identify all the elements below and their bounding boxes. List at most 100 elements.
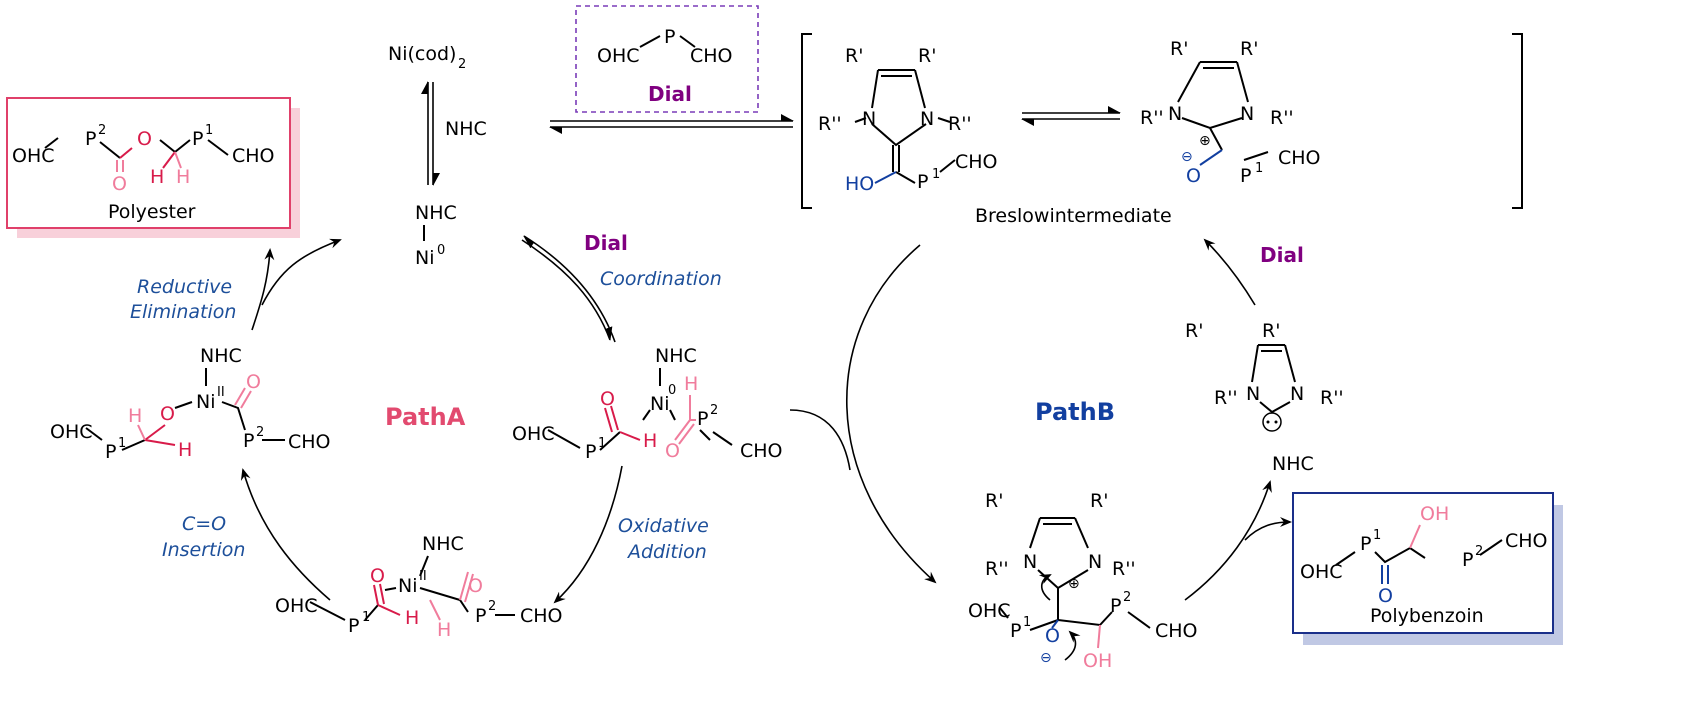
n-label: N [1088, 551, 1102, 573]
bracket-right [1512, 33, 1523, 209]
plus-charge: ⊕ [1199, 133, 1211, 149]
dial-label: Dial [648, 82, 692, 106]
cho-label: CHO [1505, 530, 1548, 552]
p-label: P [1110, 595, 1121, 617]
minus-charge: ⊖ [1040, 650, 1052, 666]
ni0-dial-complex: NHC Ni 0 O H OHC P 1 H O P 2 CHO [512, 345, 783, 463]
oh-label: OH [1420, 503, 1449, 525]
r1-label: R' [1240, 38, 1258, 60]
ohc-label: OHC [968, 600, 1011, 622]
reductive-elimination-label: Reductive [137, 276, 232, 298]
n-label: N [1290, 383, 1304, 405]
ohc-label: OHC [12, 145, 55, 167]
coordination-label: Coordination [600, 268, 722, 290]
n-label: N [1023, 551, 1037, 573]
r1-label: R' [985, 490, 1003, 512]
h-label: H [178, 439, 192, 461]
superscript: 1 [598, 436, 606, 451]
nhc-label: NHC [1272, 453, 1314, 475]
superscript: 2 [256, 425, 264, 440]
nhc-dial-adduct: R' R' N N R'' R'' ⊕ OHC P 1 O ⊖ OH P 2 C… [968, 490, 1198, 672]
dial-monomer-box: OHC P CHO Dial [575, 5, 759, 113]
h-label: H [684, 373, 698, 395]
superscript: 1 [118, 436, 126, 451]
p-label: P [1240, 165, 1251, 187]
plus-charge: ⊕ [1068, 576, 1080, 592]
breslow-zwitterion-form: R' R' N N R'' R'' ⊕ ⊖ O P 1 CHO [1140, 38, 1321, 187]
superscript: 1 [932, 167, 940, 182]
nhc-exchange-arrows [421, 81, 440, 186]
h-label: H [150, 166, 164, 188]
r1-label: R' [1170, 38, 1188, 60]
o-label: O [665, 440, 680, 462]
superscript: 1 [205, 123, 213, 138]
r1-label: R' [1090, 490, 1108, 512]
oxidation-state: II [217, 385, 225, 400]
ni-cod-label: Ni(cod) [388, 43, 456, 65]
ni-cod2: Ni(cod) 2 [388, 43, 466, 72]
r2-label: R'' [1112, 558, 1136, 580]
superscript: 2 [1123, 590, 1131, 605]
co-insertion-label: C=O [182, 513, 226, 535]
superscript: 1 [1373, 528, 1381, 543]
r2-label: R'' [818, 113, 842, 135]
p-label: P [348, 615, 359, 637]
oxidation-state: 0 [668, 383, 676, 398]
p-label: P [475, 605, 486, 627]
p-label: P [917, 171, 928, 193]
breslow-intermediate-label: Breslowintermediate [975, 205, 1172, 227]
r1-label: R' [845, 45, 863, 67]
o-label: O [1045, 625, 1060, 647]
p-label: P [105, 441, 116, 463]
o-label: O [112, 173, 127, 195]
h-label: H [128, 405, 142, 427]
cho-label: CHO [740, 440, 783, 462]
equilibrium-arrow-top [549, 114, 794, 134]
superscript: 1 [1255, 161, 1263, 176]
co-insertion-label: Insertion [162, 539, 245, 561]
ni-label: Ni [398, 575, 418, 597]
ni-label: Ni [415, 247, 435, 269]
ni-label: Ni [650, 393, 670, 415]
superscript: 2 [98, 123, 106, 138]
h-label: H [437, 619, 451, 641]
minus-charge: ⊖ [1181, 149, 1193, 165]
oxidation-state: II [419, 569, 427, 584]
o-label: O [246, 371, 261, 393]
oxidative-addition-label: Oxidative [618, 515, 709, 537]
o-label: O [600, 388, 615, 410]
ni2-oxidative-addition-complex: NHC Ni II O H H O OHC P 1 P 2 CHO [275, 533, 563, 641]
nhc-label: NHC [415, 202, 457, 224]
r1-label: R' [1185, 320, 1203, 342]
r2-label: R'' [1140, 107, 1164, 129]
h-label: H [643, 430, 657, 452]
n-label: N [1246, 383, 1260, 405]
n-label: N [1240, 103, 1254, 125]
ni-label: Ni [196, 391, 216, 413]
breslow-enol-form: R' R' N N R'' R'' HO P 1 CHO [818, 45, 998, 195]
p-label: P [1462, 549, 1473, 571]
ho-label: HO [845, 173, 874, 195]
cho-label: CHO [690, 45, 733, 67]
r2-label: R'' [948, 113, 972, 135]
r1-label: R' [918, 45, 936, 67]
cho-label: CHO [955, 151, 998, 173]
p-label: P [697, 408, 708, 430]
reductive-elimination-label: Elimination [130, 301, 236, 323]
p-label: P [1010, 620, 1021, 642]
bracket-left [801, 33, 812, 209]
n-label: N [1168, 103, 1182, 125]
o-label: O [160, 403, 175, 425]
oh-label: OH [1083, 650, 1112, 672]
o-label: O [1186, 165, 1201, 187]
nhc-label: NHC [422, 533, 464, 555]
o-label: O [1378, 585, 1393, 607]
r2-label: R'' [1214, 387, 1238, 409]
superscript: 2 [710, 403, 718, 418]
superscript: 1 [1023, 615, 1031, 630]
cycle-arrows-path-b [789, 238, 1292, 601]
p-label: P [1360, 533, 1371, 555]
breslow-equilibrium-arrows [1021, 106, 1121, 126]
ohc-label: OHC [512, 423, 555, 445]
